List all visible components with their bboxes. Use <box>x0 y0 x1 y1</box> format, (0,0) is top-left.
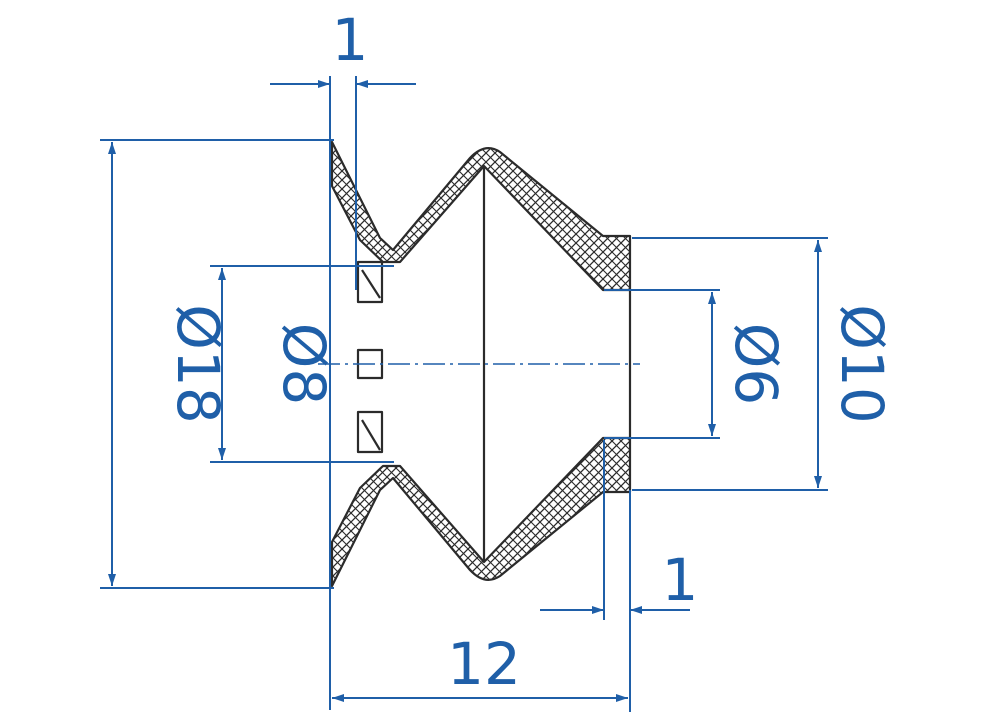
insert-slot-top <box>356 260 384 304</box>
neck-inner-diameter-label: Ø6 <box>722 323 790 406</box>
neck-outer-diameter-label: Ø10 <box>828 304 896 423</box>
inner-diameter-label: Ø8 <box>270 323 338 406</box>
top-wall-thickness-label: 1 <box>332 6 369 74</box>
insert-slot-bottom-hatch <box>361 419 381 451</box>
part-section <box>318 140 640 588</box>
upper-wall-section <box>330 140 632 292</box>
insert-slot-bottom <box>356 410 384 454</box>
neck-wall-thickness-label: 1 <box>662 546 699 614</box>
overall-length-label: 12 <box>447 630 521 698</box>
dimension-lines <box>100 76 828 712</box>
lower-wall-section <box>330 436 632 588</box>
insert-slot-top-hatch <box>361 269 381 299</box>
outer-diameter-label: Ø18 <box>164 304 232 423</box>
